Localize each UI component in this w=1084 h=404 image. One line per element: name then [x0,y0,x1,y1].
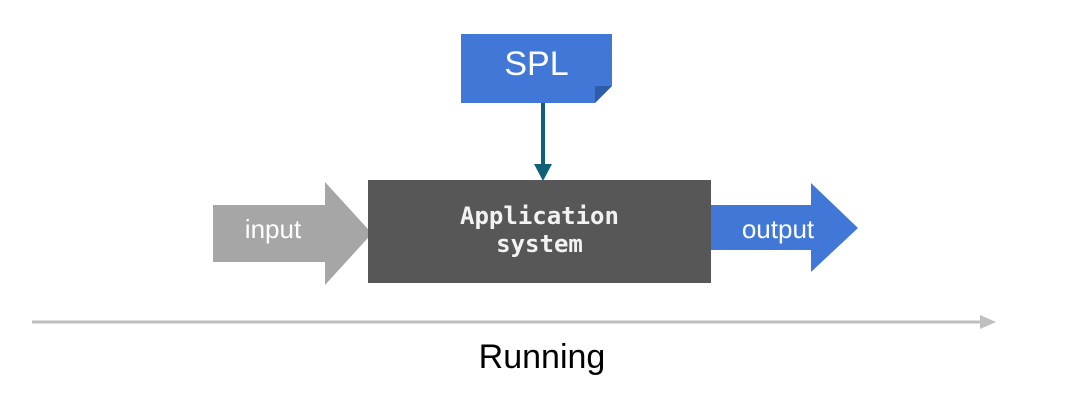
timeline-caption: Running [478,338,606,376]
output-arrow-shape [706,183,858,272]
spl-note-label: SPL [504,45,569,83]
timeline-arrowhead-icon [980,315,996,329]
output-arrow-label: output [741,214,815,244]
application-system-shape [368,180,711,283]
spl-to-application-arrowhead-icon [534,164,552,181]
spl-note-fold-icon [595,86,612,103]
spl-note-shape [461,34,612,103]
input-arrow-label: input [244,214,302,244]
input-arrow-shape [213,182,372,285]
application-system-label: Application system [460,202,619,259]
